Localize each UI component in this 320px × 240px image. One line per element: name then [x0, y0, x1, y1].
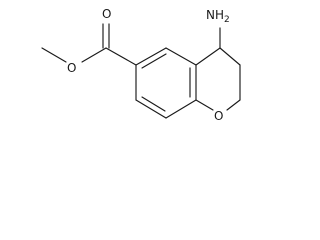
ester-oxygen-label: O — [67, 61, 76, 75]
ring-oxygen-label: O — [214, 109, 223, 123]
benzene-ring — [135, 47, 197, 119]
bond — [195, 99, 214, 111]
bond — [135, 99, 167, 119]
bond — [81, 47, 107, 63]
bond — [135, 47, 167, 66]
bond — [165, 47, 197, 66]
bond — [41, 47, 67, 63]
pyran-ring — [195, 47, 241, 111]
bond — [195, 47, 221, 66]
double-bond-inner — [141, 53, 167, 69]
amine-subscript: 2 — [224, 15, 230, 25]
double-bond-inner — [141, 96, 166, 112]
amine-label: NH2 — [206, 8, 230, 25]
ester-group — [41, 23, 137, 66]
bond — [165, 99, 197, 119]
bond — [219, 47, 241, 66]
carbonyl-oxygen-label: O — [102, 7, 111, 21]
bond — [105, 47, 137, 66]
molecule-structure: NH2 O O O — [41, 7, 241, 123]
bond — [226, 99, 241, 111]
